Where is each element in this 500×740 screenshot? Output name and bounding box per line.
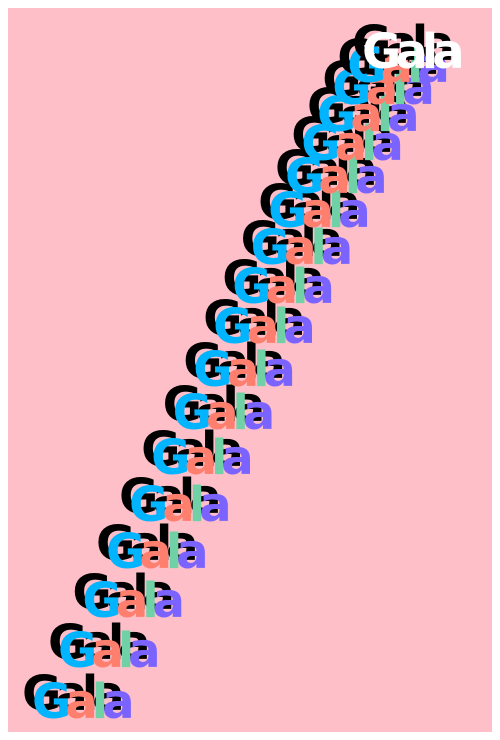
gala-letter: l [421,24,439,80]
gala-word-face: Gala [106,524,209,581]
gala-word-shadow: Gala [203,291,306,348]
gala-letter: a [152,572,185,629]
gala-letter: G [362,24,401,80]
gala-letter: l [188,476,206,533]
gala-word-face: Gala [193,341,296,398]
gala-letter: l [91,674,109,730]
gala-letter: a [432,24,464,80]
gala-letter: a [221,430,253,487]
gala-word-face: Gala [316,86,420,143]
gala-letter: G [172,385,212,442]
gala-letter: G [128,476,168,533]
gala-letter: a [184,430,217,487]
gala-letter: G [32,674,71,730]
gala-letter: a [102,674,134,730]
gala-letter: G [301,116,340,173]
gala-word-face: Gala [82,572,185,629]
gala-letter: G [213,299,252,356]
gala-letter: G [232,258,271,315]
gala-letter: G [106,524,145,581]
gala-letter: G [193,341,232,398]
gala-word-shadow: Gala [72,564,175,621]
gala-letter: G [58,622,97,679]
gala-word-face: Gala [128,476,232,533]
gala-letter: l [210,430,228,487]
gala-letter: l [142,572,159,629]
gala-word-face: Gala [332,60,435,117]
gala-letter: G [268,183,307,240]
gala-letter: G [316,86,356,143]
gala-word-shadow: Gala [141,422,244,479]
gala-letter: G [284,148,324,205]
gala-letter: G [332,60,371,117]
gala-letter: a [128,622,160,679]
gala-letter: G [151,430,190,487]
gala-letter: a [91,622,123,679]
gala-letter: a [162,476,194,533]
gala-word-face: Gala [58,622,161,679]
gala-letter: G [250,220,290,277]
gala-letter: a [139,524,171,581]
gala-word-shadow: Gala [258,175,361,232]
gala-word-face: Gala [362,24,465,80]
gala-letter: a [199,476,231,533]
gala-letter: a [176,524,208,581]
gala-letter: l [117,622,135,679]
gala-word-face: Gala [301,116,404,173]
gala-word-shadow: Gala [48,614,151,671]
gala-word-face: Gala [151,430,254,487]
gala-word-face: Gala [32,674,135,730]
gala-letter: l [165,524,183,581]
gala-letter: G [82,572,121,629]
gala-word-face: Gala [213,299,316,356]
gala-letter: a [65,674,97,730]
gala-letter: a [395,24,427,80]
gala-letter: G [347,38,386,95]
gala-letter: a [115,572,148,629]
